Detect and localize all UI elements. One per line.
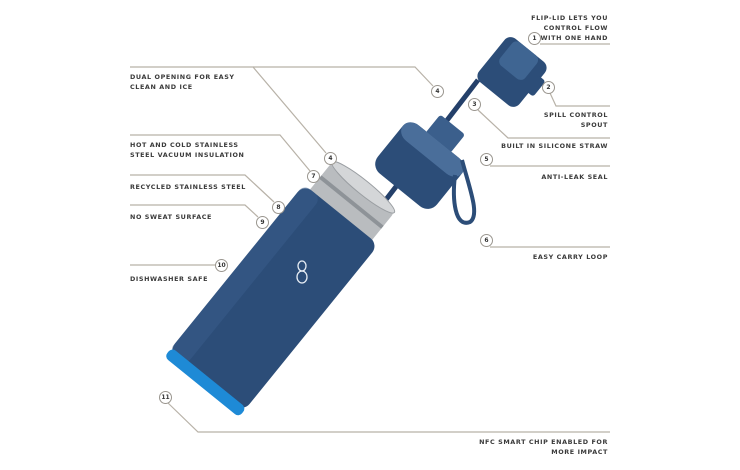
bottle-lid [375, 115, 465, 209]
label-no-sweat: NO SWEAT SURFACE [130, 213, 213, 221]
label-line: STEEL VACUUM INSULATION [130, 151, 245, 159]
callout-5: 5 [480, 153, 493, 166]
label-line: WITH ONE HAND [540, 34, 608, 42]
callout-9: 9 [256, 216, 269, 229]
label-line: SPILL CONTROL [543, 111, 608, 119]
label-line: NFC SMART CHIP ENABLED FOR [479, 438, 608, 446]
infinity-logo-icon [296, 260, 308, 284]
label-spill-control: SPILL CONTROL SPOUT [544, 110, 608, 130]
leader-7 [130, 134, 311, 172]
label-dishwasher-safe: DISHWASHER SAFE [130, 275, 209, 283]
leader-lines [130, 43, 610, 433]
callout-4b: 4 [324, 152, 337, 165]
label-line: SPOUT [580, 121, 608, 129]
label-dual-opening: DUAL OPENING FOR EASY CLEAN AND ICE [130, 72, 235, 92]
flip-lid [477, 37, 547, 107]
label-line: DUAL OPENING FOR EASY [130, 73, 235, 81]
callout-10: 10 [215, 259, 228, 272]
label-vacuum-insulation: HOT AND COLD STAINLESS STEEL VACUUM INSU… [130, 140, 244, 160]
label-silicone-straw: BUILT IN SILICONE STRAW [501, 142, 608, 150]
label-carry-loop: EASY CARRY LOOP [532, 253, 608, 261]
bottle-body [166, 161, 396, 416]
leader-3 [477, 109, 610, 139]
callout-8: 8 [272, 201, 285, 214]
callout-4a: 4 [431, 85, 444, 98]
label-recycled-steel: RECYCLED STAINLESS STEEL [130, 183, 246, 191]
leader-4b [253, 66, 434, 87]
leader-11 [167, 402, 610, 433]
callout-2: 2 [542, 81, 555, 94]
label-flip-lid: FLIP-LID LETS YOU CONTROL FLOW WITH ONE … [531, 13, 608, 43]
label-line: HOT AND COLD STAINLESS [130, 141, 239, 149]
callout-6: 6 [480, 234, 493, 247]
callout-1: 1 [528, 32, 541, 45]
callout-11: 11 [159, 391, 172, 404]
callout-7: 7 [307, 170, 320, 183]
label-line: CONTROL FLOW [543, 24, 608, 32]
leader-2 [549, 92, 610, 107]
label-nfc-chip: NFC SMART CHIP ENABLED FOR MORE IMPACT [479, 437, 608, 457]
carry-loop [451, 159, 477, 225]
callout-3: 3 [468, 98, 481, 111]
label-line: CLEAN AND ICE [130, 83, 193, 91]
leader-8 [130, 174, 275, 203]
label-anti-leak: ANTI-LEAK SEAL [541, 173, 608, 181]
leader-9 [130, 204, 259, 218]
label-line: FLIP-LID LETS YOU [531, 14, 608, 22]
label-line: MORE IMPACT [551, 448, 608, 456]
